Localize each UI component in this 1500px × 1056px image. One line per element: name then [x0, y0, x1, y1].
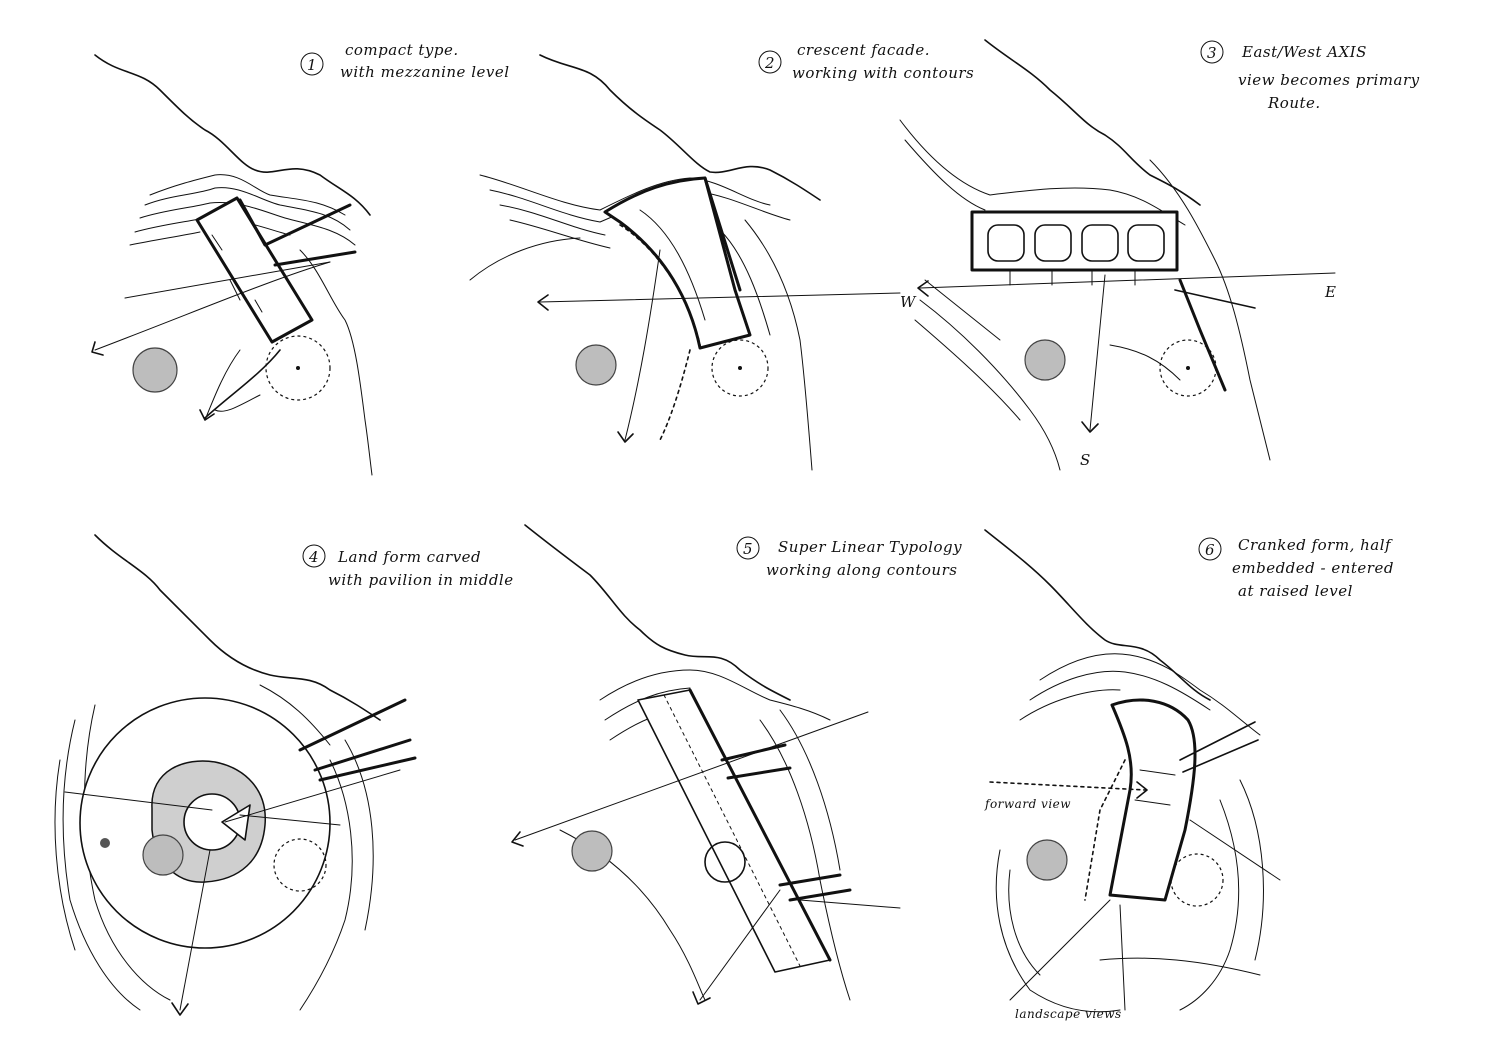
- sketch-5-number: 5: [743, 540, 753, 558]
- sketch-1-pond-center: [296, 366, 300, 370]
- sketch-6-note: 6 Cranked form, half embedded - entered …: [1198, 536, 1394, 600]
- sketch-4-note-line-1: Land form carved: [337, 548, 481, 566]
- sketch-6-tree: [1026, 839, 1068, 881]
- sketch-3-note-line-2: view becomes primary: [1238, 71, 1420, 89]
- sketch-6-number: 6: [1205, 541, 1215, 559]
- sketch-6: 6 Cranked form, half embedded - entered …: [984, 529, 1394, 1021]
- sketch-4-note: 4 Land form carved with pavilion in midd…: [302, 544, 514, 589]
- sketch-3-number: 3: [1207, 44, 1217, 62]
- sketch-3-tree: [1024, 339, 1066, 381]
- sketch-4-number-circle: [302, 544, 326, 568]
- sketch-2-note: 2 crescent facade. working with contours: [758, 41, 974, 82]
- sketch-4-view-axes: [64, 769, 401, 1016]
- sketch-6-pond: [1170, 853, 1224, 907]
- sketch-1-entry-arrow: [199, 349, 281, 421]
- sketch-6-note-line-1: Cranked form, half: [1238, 536, 1393, 554]
- sketch-5-building: [637, 688, 832, 973]
- sketch-6-contours: [995, 653, 1264, 1013]
- sketch-6-number-circle: [1198, 537, 1222, 561]
- sketch-5-ridge-line: [524, 524, 791, 701]
- sketch-1-view-axis: [91, 261, 331, 356]
- sketch-3-view-axis: W E S: [900, 272, 1336, 469]
- sketch-6-label-forward-view: forward view: [984, 797, 1071, 811]
- sketch-3-number-circle: [1200, 40, 1224, 64]
- sketch-3-pond: [1159, 339, 1217, 397]
- sketch-5-note-line-2: working along contours: [766, 561, 957, 579]
- sketch-6-view-axes: forward view landscape views: [984, 781, 1281, 1021]
- sketch-6-label-landscape-views: landscape views: [1015, 1007, 1122, 1021]
- sketch-3-building: [970, 210, 1179, 286]
- sketch-5-entry-bridges: [720, 743, 852, 902]
- sketch-4-ridge-line: [94, 534, 381, 721]
- sketch-2-view-axis: [537, 249, 901, 443]
- sketch-6-note-line-2: embedded - entered: [1232, 559, 1394, 577]
- sketch-2-tree: [575, 344, 617, 386]
- sketch-1-tree: [132, 347, 178, 393]
- sketch-1-building: [195, 196, 357, 344]
- sketch-4-number: 4: [308, 548, 319, 566]
- sketch-4-pavilion-wedge: [221, 804, 251, 841]
- sketch-4-tree: [142, 834, 184, 876]
- sketch-3-ridge-line: [984, 39, 1201, 206]
- sketch-6-building: [1084, 698, 1197, 902]
- sketch-1-ridge-line: [94, 54, 371, 216]
- sketch-1: 1 compact type. with mezzanine level: [91, 41, 510, 476]
- sketch-3-note-line-3: Route.: [1267, 94, 1321, 112]
- sketch-3-label-south: S: [1080, 451, 1091, 469]
- sketch-1-note-line-1: compact type.: [345, 41, 459, 59]
- sketch-5-number-circle: [736, 536, 760, 560]
- sketch-2-building: [603, 176, 752, 350]
- sketch-5-tree: [571, 830, 613, 872]
- sketch-1-pond: [265, 335, 331, 401]
- sketch-4-pond: [273, 838, 327, 892]
- sketch-5-view-axes: [511, 711, 901, 1005]
- sketch-4-note-line-2: with pavilion in middle: [328, 571, 514, 589]
- sketch-5: 5 Super Linear Typology working along co…: [511, 524, 962, 1005]
- sketch-3-label-east: E: [1324, 283, 1336, 301]
- sketch-2-pond-center: [738, 366, 742, 370]
- sketch-3: 3 East/West AXIS view becomes primary Ro…: [899, 39, 1420, 471]
- sketch-1-number: 1: [307, 56, 317, 74]
- sketch-2-note-line-1: crescent facade.: [797, 41, 930, 59]
- sketch-2-number: 2: [764, 54, 775, 72]
- sketch-1-number-circle: [300, 52, 324, 76]
- sketch-2: 2 crescent facade. working with contours: [469, 41, 974, 471]
- sketch-2-number-circle: [758, 50, 782, 74]
- sketch-5-note-line-1: Super Linear Typology: [778, 538, 962, 556]
- sketch-2-note-line-2: working with contours: [792, 64, 974, 82]
- sketch-1-note-line-2: with mezzanine level: [340, 63, 510, 81]
- sketch-1-contours: [129, 174, 373, 476]
- sketch-4-small-tree: [100, 838, 110, 848]
- sketch-3-label-west: W: [900, 293, 917, 311]
- sketch-4: 4 Land form carved with pavilion in midd…: [54, 534, 514, 1016]
- sketch-3-pond-center: [1186, 366, 1190, 370]
- sketch-5-note: 5 Super Linear Typology working along co…: [736, 536, 962, 579]
- sketch-1-note: 1 compact type. with mezzanine level: [300, 41, 510, 81]
- sketch-3-note: 3 East/West AXIS view becomes primary Ro…: [1200, 40, 1420, 112]
- sketch-4-entry-bridges: [298, 698, 417, 782]
- sketch-2-pond: [711, 339, 769, 397]
- sketch-6-entry-bridges: [1179, 721, 1259, 773]
- sketch-3-contours: [899, 119, 1271, 471]
- sketch-3-note-line-1: East/West AXIS: [1241, 43, 1367, 61]
- sketch-6-ridge-line: [984, 529, 1211, 701]
- sketch-4-contours: [54, 684, 374, 1011]
- sketch-2-ridge-line: [539, 54, 821, 201]
- sketch-6-note-line-3: at raised level: [1238, 582, 1353, 600]
